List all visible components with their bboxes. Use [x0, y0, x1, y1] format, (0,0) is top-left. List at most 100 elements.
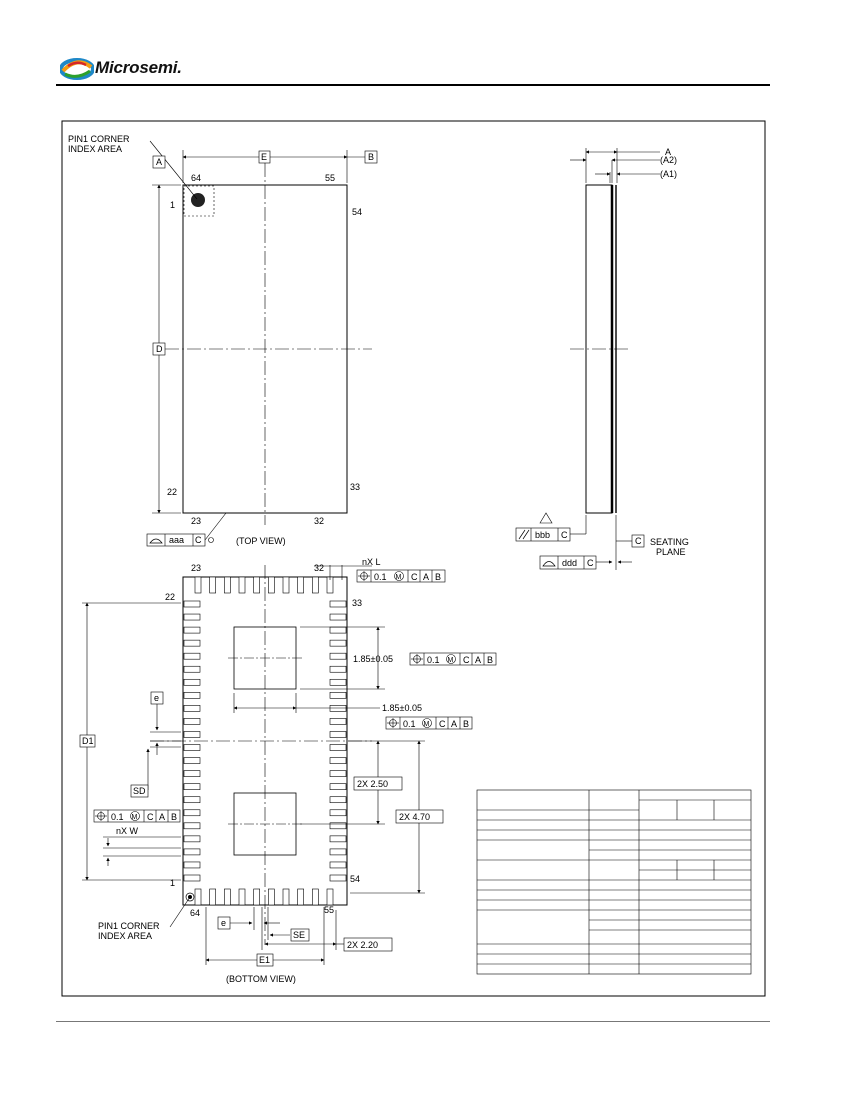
bottom-pin-23: 23 [191, 563, 201, 573]
pin-pad-top [297, 576, 304, 594]
position-icon [358, 571, 370, 581]
fcf-pad-h-tol: 0.1 [403, 719, 416, 729]
fcf-aaa-leader-end [208, 537, 214, 543]
dim-e-text: E [261, 152, 267, 162]
pin-pad-right [329, 796, 347, 804]
top-pin-22: 22 [167, 487, 177, 497]
pin-pad-right [329, 613, 347, 621]
pin-pad-left [183, 731, 201, 738]
pin-pad-left [183, 822, 201, 830]
fcf-ddd-value: ddd [562, 558, 577, 568]
fcf-aaa-value: aaa [169, 535, 184, 545]
microsemi-logo: Microsemi. [60, 56, 210, 86]
dim-e-box [258, 150, 271, 164]
pin-pad-bottom [268, 888, 275, 906]
top-pin-32: 32 [314, 516, 324, 526]
datum-a-box [152, 155, 166, 169]
bottom-pads-left [183, 600, 201, 882]
datum-c-box [631, 534, 645, 548]
dim-sd-box [130, 784, 149, 798]
pin-pad-left [183, 718, 201, 725]
e1-box [256, 953, 274, 967]
pin-pad-right [329, 809, 347, 817]
pin-pad-right [329, 757, 347, 764]
bottom-pads-right [329, 600, 347, 882]
fcf-pad-v-b: B [487, 655, 493, 665]
dim-220-box [343, 937, 393, 952]
e1-text: E1 [259, 955, 270, 965]
fcf-ddd-datum: C [587, 558, 594, 568]
dim-250-text: 2X 2.50 [357, 779, 388, 789]
top-pin1-label-2: INDEX AREA [68, 144, 122, 154]
surface-profile-icon [542, 561, 556, 567]
pad-h-text: 1.85±0.05 [382, 703, 422, 713]
bottom-pads-top [194, 576, 334, 594]
microsemi-swirl-icon [60, 58, 94, 80]
fcf-pad-v: 0.1 M C A B [409, 652, 497, 666]
pin-pad-left [183, 809, 201, 817]
svg-text:M: M [448, 657, 454, 664]
bottom-view-caption: (BOTTOM VIEW) [226, 974, 296, 984]
dim-470-box [395, 809, 444, 824]
dim-d1-box [79, 734, 96, 748]
fcf-nxw-b: B [171, 812, 177, 822]
datum-b-text: B [368, 152, 374, 162]
fcf-nxw-a: A [159, 812, 165, 822]
pin-pad-left [183, 678, 201, 686]
pin-pad-left [183, 848, 201, 856]
seating-plane-label-1: SEATING [650, 537, 689, 547]
pad-v-text: 1.85±0.05 [353, 654, 393, 664]
pin-pad-left [183, 639, 201, 647]
bottom-pin1-label-2: INDEX AREA [98, 931, 152, 941]
pin-pad-left [183, 652, 201, 660]
pin-pad-right [329, 652, 347, 660]
seating-plane-label-2: PLANE [656, 547, 686, 557]
surface-profile-icon [149, 538, 163, 544]
top-pin-33: 33 [350, 482, 360, 492]
pin-pad-left [183, 665, 201, 673]
footer-rule [56, 1021, 770, 1022]
fcf-nxl-b: B [435, 572, 441, 582]
drawing-frame [61, 120, 766, 997]
pin-pad-top [209, 576, 216, 594]
position-icon [387, 718, 399, 728]
top-pin-1: 1 [170, 200, 175, 210]
pin-pad-left [183, 783, 201, 790]
pin-pad-right [329, 626, 347, 634]
fcf-bbb-frame [515, 527, 571, 542]
pin-pad-left [183, 705, 201, 712]
se-text: SE [293, 930, 305, 940]
pin-pad-right [329, 731, 347, 738]
bottom-pin-64: 64 [190, 908, 200, 918]
dim-220-text: 2X 2.20 [347, 940, 378, 950]
mmc-icon: M [394, 571, 404, 581]
e-bottom-text: e [221, 918, 226, 928]
pin-pad-right [329, 835, 347, 843]
pin-pad-right [329, 861, 347, 869]
page-header: Microsemi. [0, 0, 850, 90]
mmc-icon: M [130, 811, 140, 821]
side-view: A (A2) (A1) bbb C C SEATING PLANE ddd C [515, 147, 689, 570]
pin-pad-bottom [209, 888, 216, 906]
bottom-pin-33: 33 [352, 598, 362, 608]
pin-pad-left [183, 744, 201, 751]
dim-d-text: D [156, 344, 163, 354]
position-icon [95, 811, 107, 821]
pin-pad-bottom [297, 888, 304, 906]
position-icon [411, 654, 423, 664]
nxl-text: nX L [362, 557, 381, 567]
pin-pad-left [183, 600, 201, 608]
pin-pad-left [183, 770, 201, 777]
brand-text: Microsemi [95, 58, 178, 77]
fcf-pad-v-c: C [463, 655, 470, 665]
datum-b-box [364, 150, 378, 164]
pin-pad-bottom [238, 888, 246, 906]
se-box [290, 928, 310, 942]
pin-pad-right [329, 848, 347, 856]
pin-pad-bottom [253, 888, 260, 906]
dim-a-text: A [665, 147, 671, 157]
bottom-pin-55: 55 [324, 905, 334, 915]
pin-pad-left [183, 613, 201, 621]
pin-pad-top [268, 576, 275, 594]
